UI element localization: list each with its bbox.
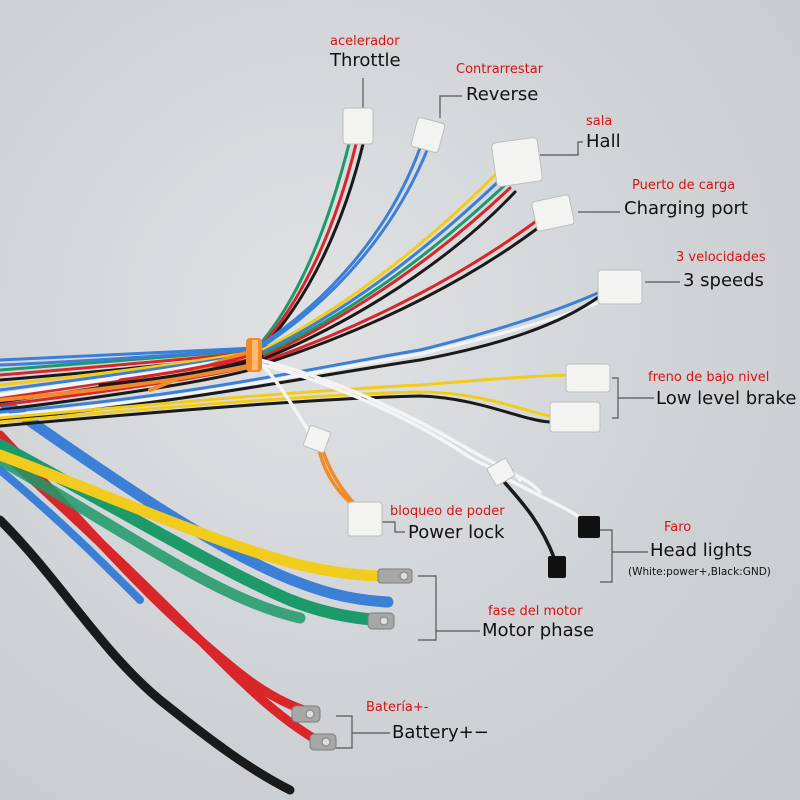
powerlock-connector bbox=[347, 501, 383, 537]
brake-label-en: Low level brake bbox=[656, 388, 797, 409]
connectors bbox=[302, 107, 643, 537]
brake-label-es: freno de bajo nivel bbox=[648, 370, 770, 385]
brake-connector-1 bbox=[565, 363, 611, 393]
reverse-label-es: Contrarrestar bbox=[456, 62, 544, 77]
reverse-label-en: Reverse bbox=[466, 84, 539, 105]
leader-lines bbox=[336, 78, 680, 749]
thick-wires bbox=[0, 394, 394, 795]
cable-tie-highlight bbox=[252, 340, 258, 370]
throttle-connector bbox=[342, 107, 374, 145]
motor-label-es: fase del motor bbox=[488, 604, 583, 619]
charging-connector bbox=[531, 194, 575, 232]
throttle-label-es: acelerador bbox=[330, 34, 400, 49]
speeds-label-es: 3 velocidades bbox=[676, 250, 766, 265]
sleeve-label-2 bbox=[486, 458, 516, 486]
headlights-note: (White:power+,Black:GND) bbox=[628, 566, 771, 578]
sleeve-label bbox=[302, 424, 332, 454]
battery-label-en: Battery+− bbox=[392, 722, 489, 743]
motor-label-en: Motor phase bbox=[482, 620, 595, 641]
speeds-connector bbox=[597, 269, 643, 305]
brake-connector-2 bbox=[549, 401, 601, 433]
ring-terminals bbox=[291, 568, 413, 751]
charging-label-en: Charging port bbox=[624, 198, 748, 219]
hall-label-en: Hall bbox=[586, 131, 621, 152]
headlights-label-es: Faro bbox=[664, 520, 692, 535]
hall-connector bbox=[491, 137, 543, 187]
powerlock-label-en: Power lock bbox=[408, 522, 505, 543]
headlight-connectors bbox=[548, 516, 600, 578]
powerlock-label-es: bloqueo de poder bbox=[390, 504, 505, 519]
headlights-label-en: Head lights bbox=[650, 540, 753, 561]
speeds-label-en: 3 speeds bbox=[683, 270, 764, 291]
charging-label-es: Puerto de carga bbox=[632, 178, 736, 193]
throttle-label-en: Throttle bbox=[330, 50, 401, 71]
hall-label-es: sala bbox=[586, 114, 613, 129]
battery-label-es: Batería+- bbox=[366, 700, 429, 715]
reverse-connector bbox=[410, 117, 446, 153]
